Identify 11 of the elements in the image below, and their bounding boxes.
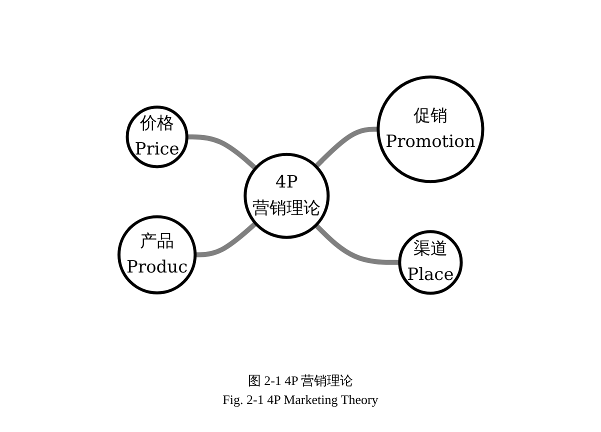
connector — [194, 221, 257, 258]
figure-caption: 图 2-1 4P 营销理论 — [246, 372, 354, 390]
node-circle: 产品 Produc — [117, 215, 196, 294]
figure-caption: Fig. 2-1 4P Marketing Theory — [222, 392, 378, 408]
node-circle: 渠道 Place — [398, 230, 462, 295]
node-circle: 4P 营销理论 — [243, 152, 330, 239]
node-circle: 促销 Promotion — [376, 75, 484, 183]
connector — [186, 134, 257, 170]
connector — [314, 126, 378, 168]
node-circle: 价格 Price — [125, 106, 188, 168]
connector — [314, 223, 400, 265]
